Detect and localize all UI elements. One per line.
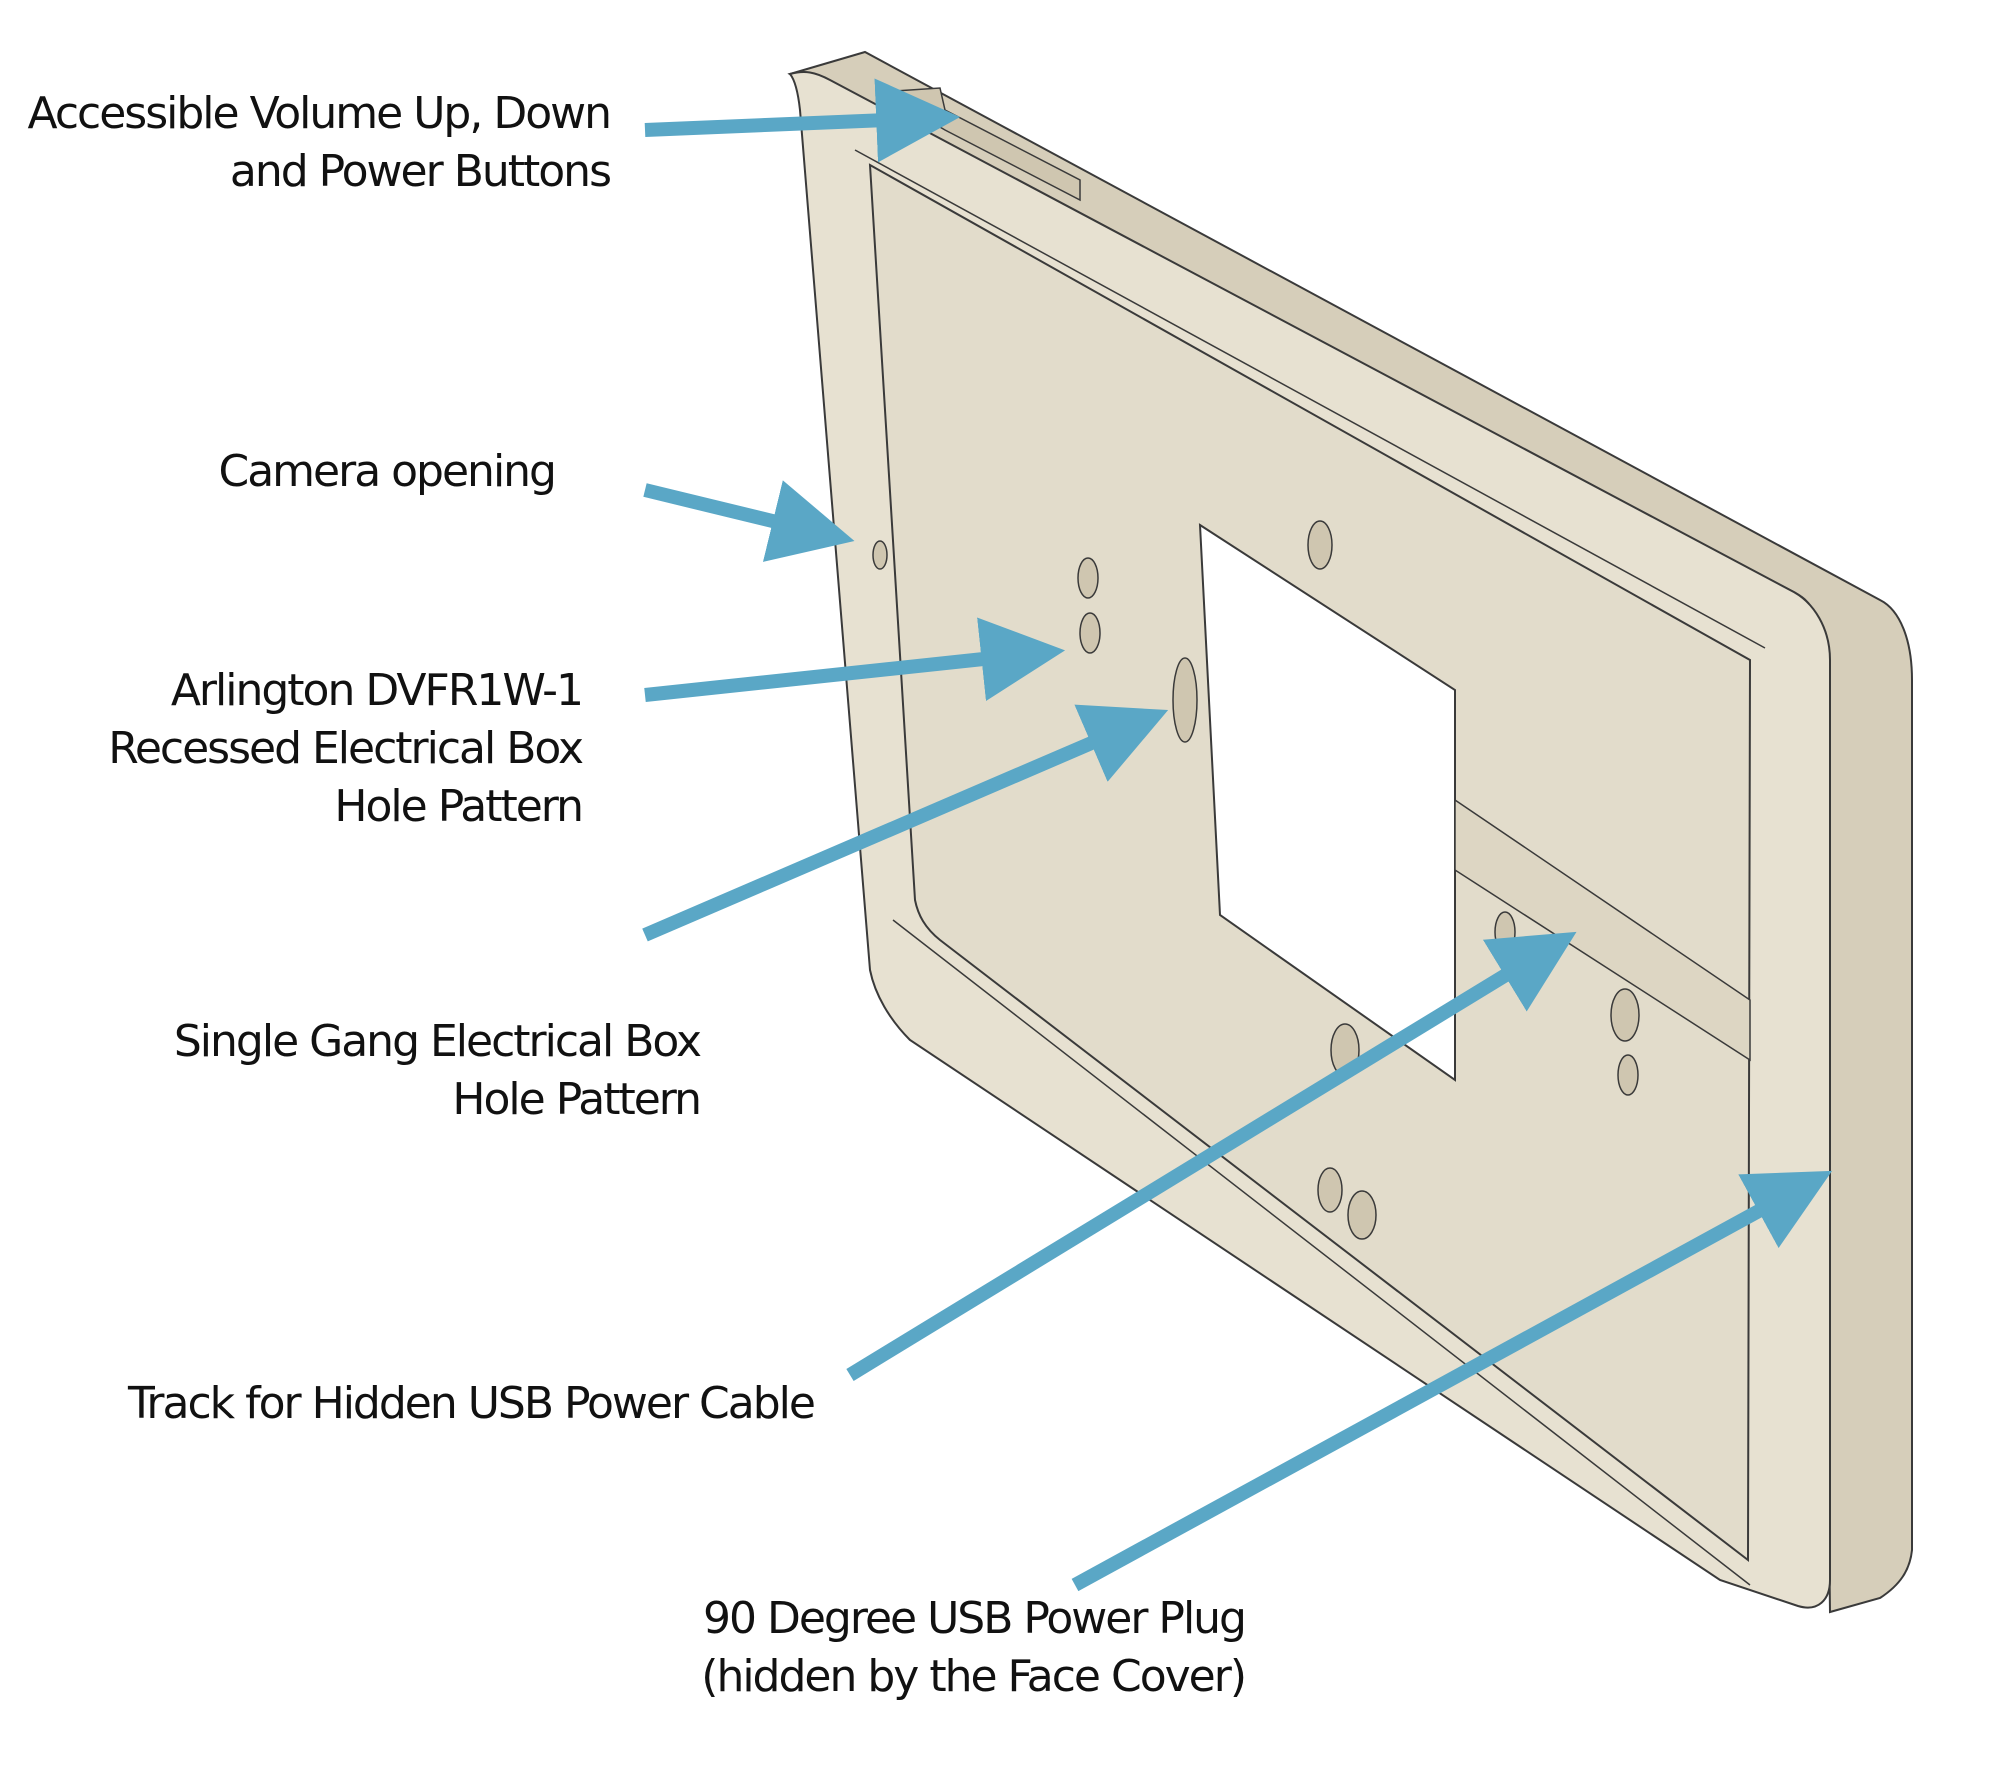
- arrow-single-gang: [642, 704, 1169, 942]
- callout-line: Recessed Electrical Box: [108, 723, 584, 774]
- arrow-camera: [643, 480, 855, 562]
- callout-line: Camera opening: [218, 446, 557, 497]
- callout-line: Arlington DVFR1W-1: [170, 665, 584, 716]
- callout-buttons: Accessible Volume Up, Down and Power But…: [27, 85, 612, 201]
- wall-mount-frame: [787, 50, 1913, 1614]
- arrow-usb-track: [846, 931, 1577, 1381]
- callout-line: Track for Hidden USB Power Cable: [128, 1378, 816, 1429]
- callout-line: 90 Degree USB Power Plug: [702, 1593, 1247, 1644]
- callout-line: Hole Pattern: [334, 781, 584, 832]
- callout-single-gang: Single Gang Electrical Box Hole Pattern: [173, 1013, 702, 1129]
- hole: [1079, 612, 1101, 654]
- callout-arlington: Arlington DVFR1W-1 Recessed Electrical B…: [108, 662, 584, 836]
- callout-arrows: [642, 78, 1833, 1592]
- hole: [1610, 988, 1640, 1042]
- hole-slot: [1172, 657, 1198, 743]
- hole: [1317, 1167, 1343, 1213]
- hole: [1077, 557, 1099, 599]
- hole: [1347, 1190, 1377, 1240]
- callout-usb-track: Track for Hidden USB Power Cable: [128, 1375, 816, 1433]
- arrow-usb-plug: [1071, 1170, 1833, 1592]
- frame-inner-lip: [854, 149, 1766, 1586]
- callout-line: and Power Buttons: [229, 146, 612, 197]
- camera-opening: [872, 540, 888, 570]
- hole: [1617, 1054, 1639, 1096]
- hole: [1307, 520, 1333, 570]
- usb-track-channel: [1454, 798, 1751, 1062]
- arrow-buttons: [644, 78, 961, 163]
- single-gang-opening: [1198, 523, 1456, 1082]
- callout-line: Accessible Volume Up, Down: [27, 88, 612, 139]
- callout-camera: Camera opening: [218, 443, 557, 501]
- arrow-arlington: [644, 617, 1066, 702]
- callout-line: Hole Pattern: [452, 1074, 702, 1125]
- callout-line: Single Gang Electrical Box: [173, 1016, 702, 1067]
- callout-line: (hidden by the Face Cover): [701, 1651, 1247, 1702]
- hole: [1494, 911, 1516, 953]
- callout-usb-plug: 90 Degree USB Power Plug (hidden by the …: [701, 1590, 1247, 1706]
- mounting-holes: [1077, 520, 1640, 1240]
